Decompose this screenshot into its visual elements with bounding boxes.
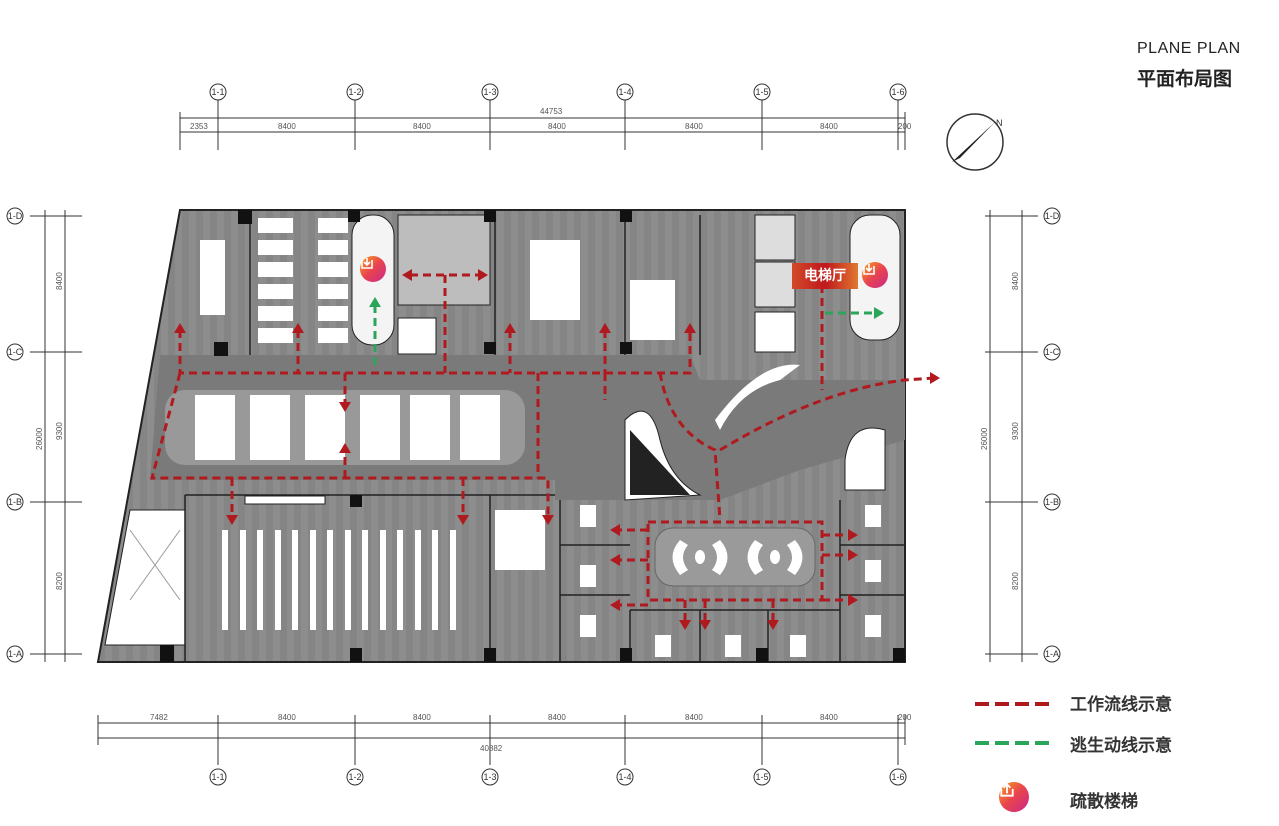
grid-label: 1-6 (891, 772, 904, 782)
dim: 8400 (548, 713, 566, 722)
grid-label: 1-C (1045, 347, 1060, 357)
grid-label: 1-3 (483, 87, 496, 97)
escape-flow-legend-label: 逃生动线示意 (1070, 736, 1172, 756)
dim: 8400 (685, 713, 703, 722)
grid-label: 1-4 (618, 87, 631, 97)
grid-label: 1-B (1045, 497, 1059, 507)
dim: 8400 (278, 713, 296, 722)
dim: 8400 (548, 122, 566, 131)
dim: 8400 (55, 272, 64, 290)
stairs-exit-icon (999, 782, 1029, 812)
dim: 8200 (1011, 572, 1020, 590)
dim: 9300 (1011, 422, 1020, 440)
side-dimensions (30, 210, 1038, 662)
dim: 2353 (190, 122, 208, 131)
grid-label: 1-A (1045, 649, 1059, 659)
dim: 200 (898, 122, 912, 131)
title-en: PLANE PLAN (1137, 40, 1241, 57)
grid-label: 1-A (8, 649, 22, 659)
side-total-dim: 26000 (35, 427, 44, 450)
dim: 8400 (413, 122, 431, 131)
stairs-exit-icon (360, 256, 386, 282)
dim: 8400 (685, 122, 703, 131)
building-footprint (96, 209, 906, 663)
grid-label: 1-D (1045, 211, 1060, 221)
work-flow-arrowheads (174, 269, 940, 630)
stairs-exit-icon (862, 262, 888, 288)
dim: 7482 (150, 713, 168, 722)
escape-arrowheads (369, 297, 884, 319)
dim: 8400 (1011, 272, 1020, 290)
evacuation-stairs-legend-label: 疏散楼梯 (1070, 792, 1138, 812)
bottom-dimension (97, 715, 906, 765)
dim: 9300 (55, 422, 64, 440)
grid-label: 1-1 (211, 87, 224, 97)
bottom-total-dim: 40882 (480, 744, 503, 753)
grid-label: 1-5 (755, 87, 768, 97)
title-cn: 平面布局图 (1137, 68, 1233, 90)
side-total-dim: 26000 (980, 427, 989, 450)
dim: 200 (898, 713, 912, 722)
grid-label: 1-2 (348, 87, 361, 97)
dim: 8200 (55, 572, 64, 590)
grid-label: 1-1 (211, 772, 224, 782)
grid-label: 1-D (8, 211, 23, 221)
grid-bubbles (6, 83, 1061, 786)
compass-icon: N (946, 113, 1004, 171)
dim: 8400 (413, 713, 431, 722)
training-room-seats (222, 530, 456, 630)
grid-label: 1-6 (891, 87, 904, 97)
grid-label: 1-3 (483, 772, 496, 782)
work-flow-paths (150, 273, 936, 625)
elevator-hall-label: 电梯厅 (792, 263, 858, 289)
work-flow-legend-label: 工作流线示意 (1070, 695, 1172, 715)
grid-label: 1-B (8, 497, 22, 507)
dim: 8400 (820, 713, 838, 722)
escape-flow-paths (373, 305, 875, 365)
north-label: N (996, 118, 1003, 128)
grid-label: 1-5 (755, 772, 768, 782)
grid-label: 1-2 (348, 772, 361, 782)
grid-label: 1-C (8, 347, 23, 357)
grid-label: 1-4 (618, 772, 631, 782)
dim: 8400 (278, 122, 296, 131)
dim: 8400 (820, 122, 838, 131)
top-dimension (179, 100, 906, 150)
top-total-dim: 44753 (540, 107, 563, 116)
